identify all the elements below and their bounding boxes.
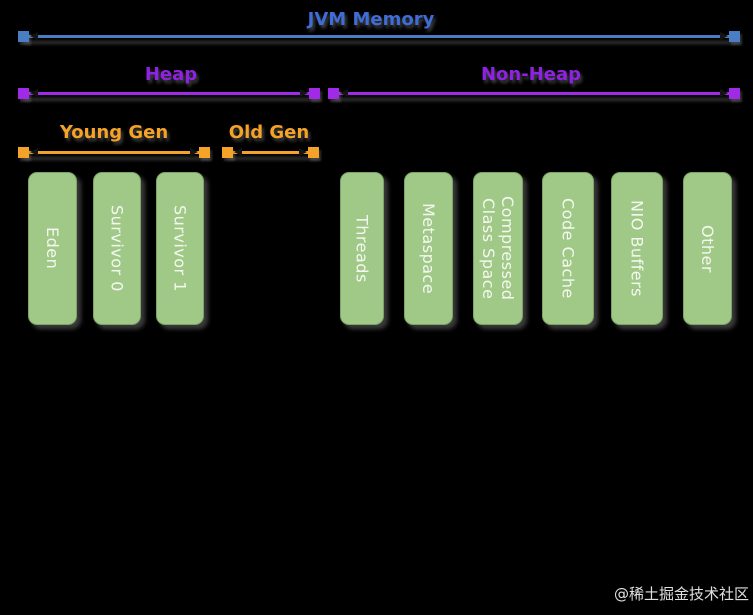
non-heap-span-line bbox=[328, 88, 740, 99]
young-gen-span-line bbox=[18, 147, 210, 158]
arrowhead-left-icon bbox=[340, 89, 348, 97]
region-box-label: NIO Buffers bbox=[627, 199, 647, 297]
arrowhead-right-icon bbox=[300, 89, 308, 97]
endpoint-handle bbox=[308, 147, 319, 158]
endpoint-handle bbox=[729, 31, 740, 42]
endpoint-handle bbox=[328, 88, 339, 99]
arrowhead-left-icon bbox=[30, 32, 38, 40]
region-box-survivor-0: Survivor 0 bbox=[93, 172, 141, 325]
region-box-label: Compressed Class Space bbox=[479, 196, 518, 301]
endpoint-handle bbox=[18, 31, 29, 42]
region-box-metaspace: Metaspace bbox=[404, 172, 453, 325]
endpoint-handle bbox=[18, 147, 29, 158]
region-box-other: Other bbox=[683, 172, 732, 325]
endpoint-handle bbox=[729, 88, 740, 99]
arrowhead-right-icon bbox=[720, 32, 728, 40]
endpoint-handle bbox=[18, 88, 29, 99]
region-box-label: Other bbox=[698, 224, 718, 273]
region-box-label: Code Cache bbox=[558, 198, 578, 299]
old-gen-span-line bbox=[222, 147, 319, 158]
juejin-watermark: @稀土掘金技术社区 bbox=[613, 585, 749, 603]
arrowhead-right-icon bbox=[190, 148, 198, 156]
heap-label: Heap bbox=[144, 64, 198, 85]
endpoint-handle bbox=[199, 147, 210, 158]
non-heap-label: Non-Heap bbox=[480, 64, 582, 85]
endpoint-handle bbox=[309, 88, 320, 99]
young-gen-label: Young Gen bbox=[59, 122, 169, 143]
heap-span-line bbox=[18, 88, 320, 99]
region-box-code-cache: Code Cache bbox=[542, 172, 594, 325]
arrowhead-left-icon bbox=[30, 89, 38, 97]
region-box-compressed-class-space: Compressed Class Space bbox=[473, 172, 523, 325]
jvm-memory-label: JVM Memory bbox=[307, 9, 435, 30]
region-box-label: Survivor 0 bbox=[107, 205, 127, 292]
arrowhead-left-icon bbox=[234, 148, 242, 156]
endpoint-handle bbox=[222, 147, 233, 158]
region-box-survivor-1: Survivor 1 bbox=[156, 172, 204, 325]
arrowhead-right-icon bbox=[299, 148, 307, 156]
region-box-label: Survivor 1 bbox=[170, 205, 190, 292]
region-box-threads: Threads bbox=[340, 172, 384, 325]
old-gen-label: Old Gen bbox=[228, 122, 310, 143]
arrowhead-right-icon bbox=[720, 89, 728, 97]
region-box-label: Metaspace bbox=[419, 202, 439, 295]
region-box-label: Threads bbox=[352, 214, 372, 283]
arrowhead-left-icon bbox=[30, 148, 38, 156]
jvm-memory-span-line bbox=[18, 31, 740, 42]
region-box-label: Eden bbox=[43, 227, 63, 270]
region-box-nio-buffers: NIO Buffers bbox=[611, 172, 663, 325]
region-box-eden: Eden bbox=[28, 172, 77, 325]
